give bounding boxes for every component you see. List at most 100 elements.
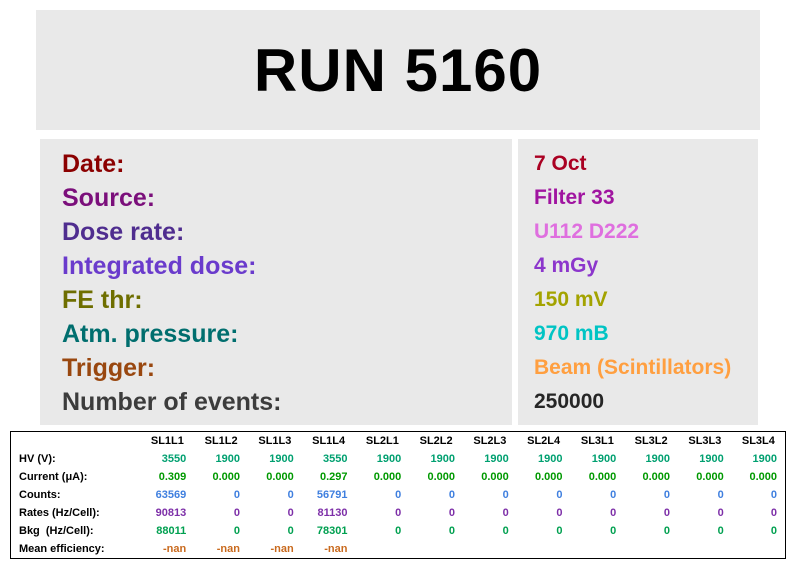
cell-bkg-SL1L3: 0 — [287, 525, 294, 537]
cell-counts-SL2L2: 0 — [448, 489, 455, 501]
column-header-SL3L3: SL3L3 — [688, 435, 722, 447]
column-header-SL3L2: SL3L2 — [634, 435, 668, 447]
info-value-trigger: Beam (Scintillators) — [534, 356, 732, 379]
column-header-SL2L2: SL2L2 — [419, 435, 453, 447]
column-header-SL1L2: SL1L2 — [204, 435, 238, 447]
row-label-current: Current (μA): — [19, 471, 88, 483]
cell-counts-SL3L2: 0 — [663, 489, 670, 501]
cell-hv-SL3L2: 1900 — [645, 453, 670, 465]
cell-bkg-SL3L4: 0 — [770, 525, 777, 537]
cell-hv-SL2L3: 1900 — [484, 453, 509, 465]
row-label-rates: Rates (Hz/Cell): — [19, 507, 100, 519]
cell-bkg-SL3L2: 0 — [663, 525, 670, 537]
cell-counts-SL2L3: 0 — [502, 489, 509, 501]
row-label-hv: HV (V): — [19, 453, 56, 465]
info-value-source: Filter 33 — [534, 186, 615, 209]
cell-current-SL3L1: 0.000 — [588, 471, 617, 483]
cell-bkg-SL1L1: 88011 — [156, 525, 187, 537]
cell-rates-SL3L4: 0 — [770, 507, 777, 519]
info-value-fe-thr: 150 mV — [534, 288, 608, 311]
cell-mean-efficiency-SL3L1 — [571, 540, 625, 559]
cell-current-SL1L2: 0.000 — [212, 471, 240, 483]
cell-hv-SL2L1: 1900 — [376, 453, 402, 465]
cell-mean-efficiency-SL2L4 — [517, 540, 571, 559]
cell-rates-SL2L4: 0 — [556, 507, 563, 519]
cell-hv-SL2L2: 1900 — [430, 453, 455, 465]
cell-rates-SL1L4: 81130 — [317, 507, 348, 519]
cell-current-SL3L2: 0.000 — [642, 471, 670, 483]
info-label-trigger: Trigger: — [62, 354, 156, 382]
cell-mean-efficiency-SL2L2 — [409, 540, 463, 559]
run-title: RUN 5160 — [253, 36, 543, 104]
column-header-SL3L4: SL3L4 — [741, 435, 775, 447]
info-label-dose-rate: Dose rate: — [62, 218, 185, 246]
cell-bkg-SL2L2: 0 — [448, 525, 455, 537]
cell-mean-efficiency-SL1L1: -nan — [163, 543, 187, 555]
info-value-atm-pressure: 970 mB — [534, 322, 609, 345]
cell-current-SL2L2: 0.000 — [427, 471, 455, 483]
cell-counts-SL2L4: 0 — [556, 489, 563, 501]
cell-rates-SL2L1: 0 — [395, 507, 402, 519]
cell-counts-SL3L3: 0 — [717, 489, 724, 501]
cell-hv-SL1L1: 3550 — [161, 453, 187, 465]
cell-hv-SL3L3: 1900 — [699, 453, 724, 465]
cell-current-SL2L4: 0.000 — [534, 471, 563, 483]
cell-hv-SL2L4: 1900 — [538, 453, 563, 465]
cell-current-SL1L4: 0.297 — [319, 471, 348, 483]
row-label-counts: Counts: — [19, 489, 61, 501]
cell-bkg-SL2L4: 0 — [556, 525, 563, 537]
cell-hv-SL1L4: 3550 — [323, 453, 348, 465]
info-label-atm-pressure: Atm. pressure: — [62, 320, 239, 348]
info-label-fe-thr: FE thr: — [62, 286, 143, 314]
info-value-dose-rate: U112 D222 — [534, 220, 640, 243]
cell-rates-SL2L2: 0 — [448, 507, 455, 519]
info-label-n-events: Number of events: — [62, 388, 282, 416]
cell-current-SL3L4: 0.000 — [749, 471, 777, 483]
column-header-SL3L1: SL3L1 — [580, 435, 614, 447]
cell-rates-SL3L1: 0 — [610, 507, 617, 519]
column-header-SL1L1: SL1L1 — [150, 435, 184, 447]
row-label-mean-efficiency: Mean efficiency: — [19, 543, 105, 555]
cell-rates-SL2L3: 0 — [502, 507, 509, 519]
info-label-date: Date: — [62, 150, 125, 178]
cell-rates-SL1L3: 0 — [287, 507, 294, 519]
cell-bkg-SL3L3: 0 — [717, 525, 724, 537]
cell-counts-SL2L1: 0 — [395, 489, 402, 501]
cell-rates-SL3L3: 0 — [717, 507, 724, 519]
cell-current-SL1L3: 0.000 — [266, 471, 294, 483]
cell-mean-efficiency-SL1L3: -nan — [270, 543, 294, 555]
cell-counts-SL1L2: 0 — [233, 489, 240, 501]
info-label-integrated-dose: Integrated dose: — [62, 252, 257, 280]
cell-mean-efficiency-SL3L4 — [732, 540, 786, 559]
cell-hv-SL1L2: 1900 — [215, 453, 240, 465]
column-header-SL2L1: SL2L1 — [365, 435, 399, 447]
column-header-SL1L3: SL1L3 — [258, 435, 292, 447]
cell-bkg-SL2L3: 0 — [502, 525, 509, 537]
row-label-bkg: Bkg (Hz/Cell): — [19, 525, 94, 537]
cell-rates-SL1L2: 0 — [233, 507, 240, 519]
table-corner-cell — [11, 432, 141, 451]
info-value-n-events: 250000 — [534, 390, 605, 413]
cell-counts-SL1L3: 0 — [287, 489, 294, 501]
cell-mean-efficiency-SL1L2: -nan — [216, 543, 240, 555]
cell-mean-efficiency-SL3L2 — [624, 540, 678, 559]
info-labels-panel: Date:Source:Dose rate:Integrated dose:FE… — [40, 139, 512, 425]
cell-hv-SL3L4: 1900 — [752, 453, 777, 465]
cell-current-SL1L1: 0.309 — [158, 471, 187, 483]
cell-rates-SL3L2: 0 — [663, 507, 670, 519]
cell-counts-SL1L1: 63569 — [155, 489, 187, 501]
cell-mean-efficiency-SL2L1 — [356, 540, 410, 559]
cell-mean-efficiency-SL2L3 — [463, 540, 517, 559]
column-header-SL1L4: SL1L4 — [312, 435, 346, 447]
cell-bkg-SL2L1: 0 — [395, 525, 402, 537]
cell-mean-efficiency-SL1L4: -nan — [324, 543, 348, 555]
cell-mean-efficiency-SL3L3 — [678, 540, 732, 559]
cell-hv-SL1L3: 1900 — [269, 453, 294, 465]
cell-current-SL2L1: 0.000 — [373, 471, 402, 483]
cell-hv-SL3L1: 1900 — [591, 453, 617, 465]
cell-counts-SL1L4: 56791 — [316, 489, 348, 501]
cell-counts-SL3L1: 0 — [610, 489, 617, 501]
